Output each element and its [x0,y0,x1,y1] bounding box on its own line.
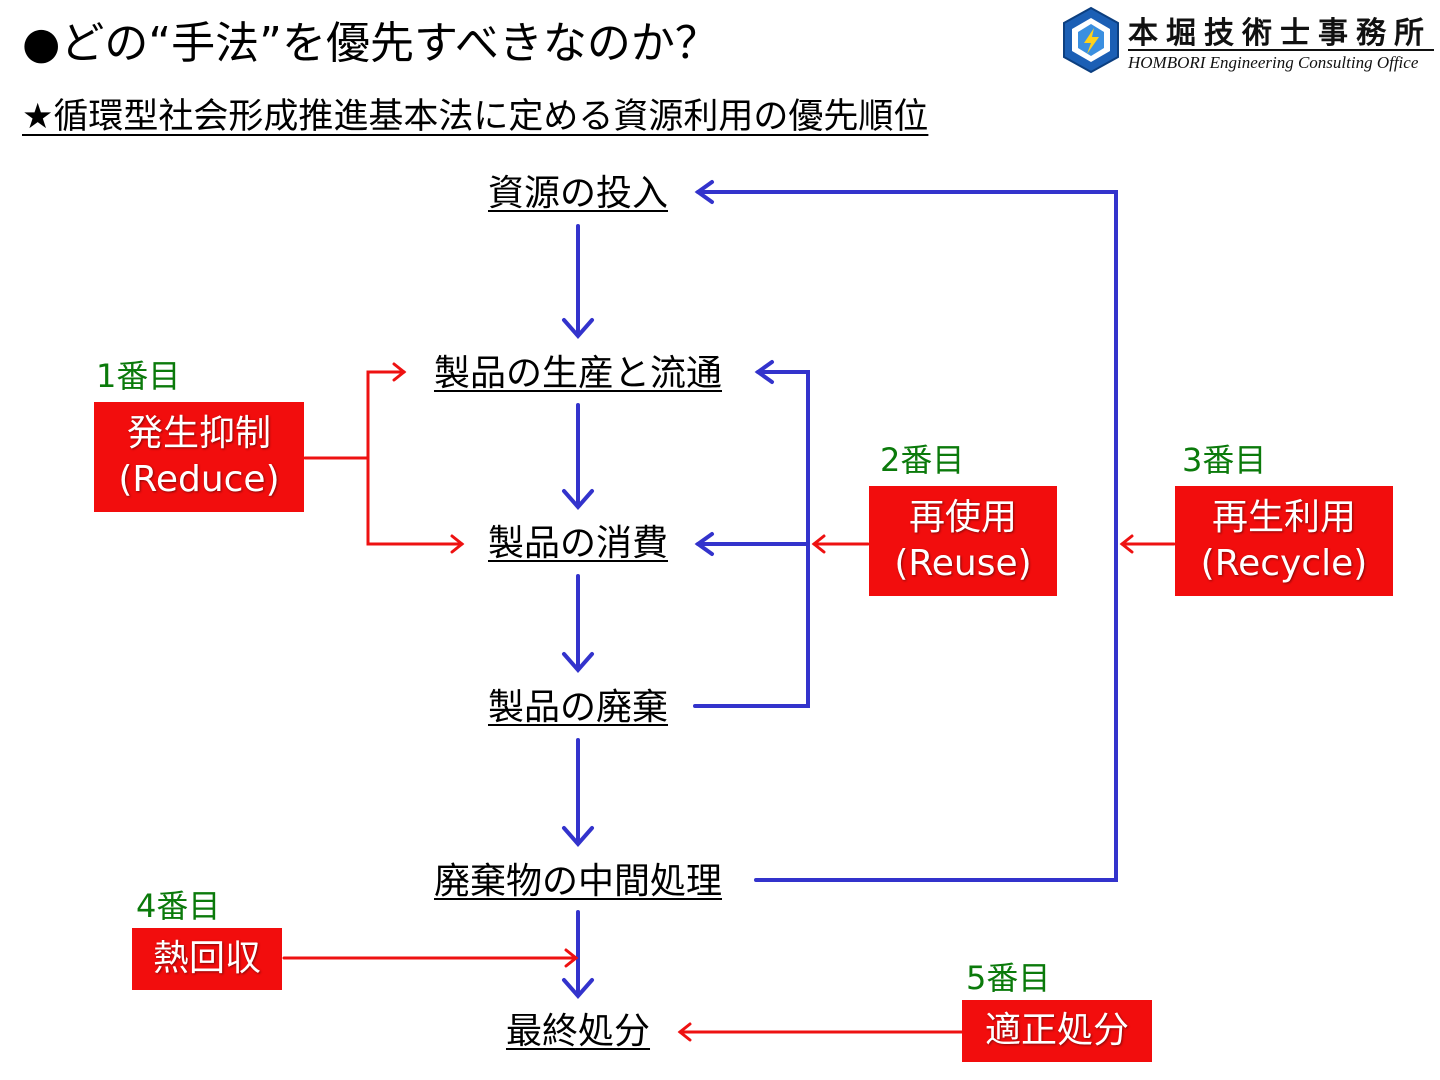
flow-arrow-production-consumption [562,403,594,511]
company-logo: 本堀技術士事務所 HOMBORI Engineering Consulting … [1060,6,1436,74]
method-box-heat-recovery: 熱回収 [132,928,282,990]
method-proper-disposal-name: 適正処分 [984,1010,1129,1051]
method-reduce-name: 発生抑制 [126,413,271,454]
flow-arrow-consumption-disposal [562,574,594,674]
method-reuse-name: 再使用 [908,497,1017,538]
heat-recovery-arrow [282,948,579,968]
node-final-disposal: 最終処分 [505,1011,651,1052]
rank-reduce: 1番目 [96,357,181,395]
flow-arrow-disposal-intermediate [562,738,594,848]
rank-heat-recovery: 4番目 [136,887,221,925]
method-box-reuse: 再使用 (Reuse) [869,486,1057,596]
logo-name-jp: 本堀技術士事務所 [1128,16,1432,51]
reuse-arrow [811,534,870,554]
node-consumption: 製品の消費 [487,523,669,564]
node-intermediate-treatment: 廃棄物の中間処理 [433,861,723,902]
rank-reuse: 2番目 [880,441,965,479]
method-box-proper-disposal: 適正処分 [962,1000,1152,1062]
method-reuse-english: (Reuse) [894,543,1032,584]
rank-proper-disposal: 5番目 [966,959,1051,997]
reuse-loop-arrows [693,360,810,708]
node-production: 製品の生産と流通 [433,353,723,394]
logo-divider [1128,49,1434,51]
page-subtitle: ★循環型社会形成推進基本法に定める資源利用の優先順位 [22,97,929,137]
flow-arrow-input-production [562,224,594,340]
logo-emblem-icon [1063,6,1119,74]
method-box-recycle: 再生利用 (Recycle) [1175,486,1393,596]
method-recycle-name: 再生利用 [1211,497,1356,538]
rank-recycle: 3番目 [1182,441,1267,479]
node-resource-input: 資源の投入 [487,173,669,214]
method-reduce-english: (Reduce) [118,459,280,500]
proper-disposal-arrow [677,1022,964,1042]
method-box-reduce: 発生抑制 (Reduce) [94,402,304,512]
page-title: ●どの“手法”を優先すべきなのか？ [22,18,719,69]
reduce-arrows [303,362,465,554]
recycle-loop-arrow [694,180,1118,882]
flow-arrow-intermediate-final [562,910,594,1000]
logo-name-en: HOMBORI Engineering Consulting Office [1128,53,1419,72]
method-heat-recovery-name: 熱回収 [152,938,261,979]
recycle-arrow [1119,534,1176,554]
method-recycle-english: (Recycle) [1200,543,1368,584]
node-disposal: 製品の廃棄 [487,687,669,728]
